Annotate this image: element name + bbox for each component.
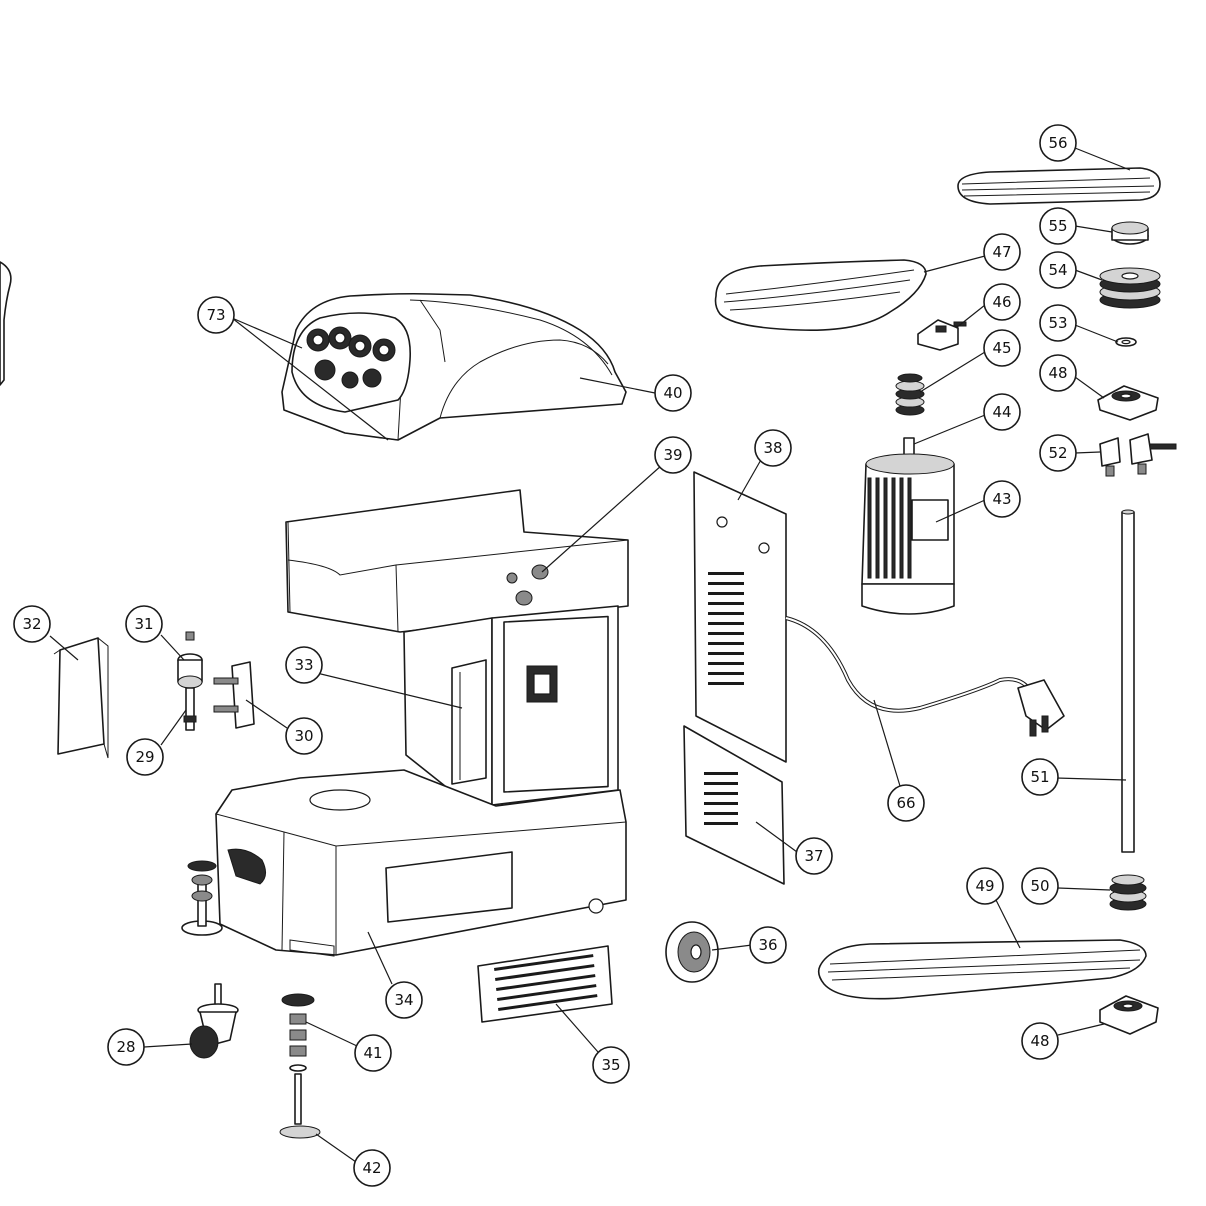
callout-54: 54 bbox=[1039, 251, 1077, 289]
callout-43-label: 43 bbox=[992, 490, 1011, 508]
callout-45: 45 bbox=[983, 329, 1021, 367]
rear-panel-vent-slots bbox=[708, 572, 744, 685]
callout-44: 44 bbox=[983, 393, 1021, 431]
part-53-washer bbox=[1115, 337, 1137, 347]
part-37-lower-panel bbox=[683, 725, 785, 885]
part-33-inner-bracket bbox=[451, 659, 487, 785]
part-54-pulley bbox=[1099, 267, 1161, 309]
callout-30: 30 bbox=[285, 717, 323, 755]
part-32-bracket bbox=[53, 637, 109, 759]
part-28-caster bbox=[189, 983, 239, 1059]
part-43-motor bbox=[861, 437, 955, 615]
part-50-pulley bbox=[1109, 874, 1147, 911]
part-30-hinge-plate bbox=[213, 661, 255, 729]
callout-38-label: 38 bbox=[763, 439, 782, 457]
callout-52: 52 bbox=[1039, 434, 1077, 472]
callout-56-label: 56 bbox=[1048, 134, 1067, 152]
part-51-shaft bbox=[1121, 509, 1135, 853]
callout-41: 41 bbox=[354, 1034, 392, 1072]
part-foot-left bbox=[181, 860, 223, 936]
callout-47-label: 47 bbox=[992, 243, 1011, 261]
callout-43: 43 bbox=[983, 480, 1021, 518]
callout-48-lower: 48 bbox=[1021, 1022, 1059, 1060]
callout-48-lower-label: 48 bbox=[1030, 1032, 1049, 1050]
callout-56: 56 bbox=[1039, 124, 1077, 162]
callout-53: 53 bbox=[1039, 304, 1077, 342]
callout-73: 73 bbox=[197, 296, 235, 334]
callout-48-upper-label: 48 bbox=[1048, 364, 1067, 382]
part-edge-fragment bbox=[0, 261, 12, 386]
callout-44-label: 44 bbox=[992, 403, 1011, 421]
callout-35-label: 35 bbox=[601, 1056, 620, 1074]
callout-66-label: 66 bbox=[896, 794, 915, 812]
part-56-belt bbox=[957, 167, 1161, 205]
callout-73-label: 73 bbox=[206, 306, 225, 324]
callout-29: 29 bbox=[126, 738, 164, 776]
callout-33-label: 33 bbox=[294, 656, 313, 674]
part-41-42-leveling-foot bbox=[279, 993, 321, 1139]
part-47-belt bbox=[714, 259, 927, 331]
callout-54-label: 54 bbox=[1048, 261, 1067, 279]
part-35-grille bbox=[477, 945, 613, 1023]
leader-lines bbox=[49, 147, 1131, 1163]
callout-46-label: 46 bbox=[992, 293, 1011, 311]
callout-50-label: 50 bbox=[1030, 877, 1049, 895]
callout-37: 37 bbox=[795, 837, 833, 875]
callout-29-label: 29 bbox=[135, 748, 154, 766]
part-48-bearing-upper bbox=[1097, 385, 1159, 421]
lower-panel-vent-slots bbox=[704, 772, 738, 825]
callout-34-label: 34 bbox=[394, 991, 413, 1009]
callout-40: 40 bbox=[654, 374, 692, 412]
callout-41-label: 41 bbox=[363, 1044, 382, 1062]
callout-32: 32 bbox=[13, 605, 51, 643]
motor-fins bbox=[867, 477, 912, 579]
part-52-brackets bbox=[1099, 433, 1177, 477]
callout-51: 51 bbox=[1021, 758, 1059, 796]
callout-36-label: 36 bbox=[758, 936, 777, 954]
part-55-nut bbox=[1111, 221, 1149, 245]
part-48-bearing-lower bbox=[1099, 995, 1159, 1035]
part-34-base-frame bbox=[215, 489, 629, 957]
callout-31: 31 bbox=[125, 605, 163, 643]
callout-31-label: 31 bbox=[134, 615, 153, 633]
part-49-belt bbox=[817, 939, 1147, 1000]
callout-51-label: 51 bbox=[1030, 768, 1049, 786]
callout-48-upper: 48 bbox=[1039, 354, 1077, 392]
callout-53-label: 53 bbox=[1048, 314, 1067, 332]
callout-49-label: 49 bbox=[975, 877, 994, 895]
callout-42: 42 bbox=[353, 1149, 391, 1187]
callout-66: 66 bbox=[887, 784, 925, 822]
part-31-29-mount bbox=[177, 631, 203, 731]
callout-36: 36 bbox=[749, 926, 787, 964]
callout-37-label: 37 bbox=[804, 847, 823, 865]
callout-33: 33 bbox=[285, 646, 323, 684]
callout-38: 38 bbox=[754, 429, 792, 467]
callout-49: 49 bbox=[966, 867, 1004, 905]
part-45-motor-pulley bbox=[895, 373, 925, 416]
part-46-small-bracket bbox=[917, 319, 967, 351]
callout-28-label: 28 bbox=[116, 1038, 135, 1056]
callout-50: 50 bbox=[1021, 867, 1059, 905]
callout-45-label: 45 bbox=[992, 339, 1011, 357]
callout-42-label: 42 bbox=[362, 1159, 381, 1177]
callout-52-label: 52 bbox=[1048, 444, 1067, 462]
callout-47: 47 bbox=[983, 233, 1021, 271]
callout-55: 55 bbox=[1039, 207, 1077, 245]
callout-40-label: 40 bbox=[663, 384, 682, 402]
callout-32-label: 32 bbox=[22, 615, 41, 633]
callout-30-label: 30 bbox=[294, 727, 313, 745]
callout-34: 34 bbox=[385, 981, 423, 1019]
callout-39-label: 39 bbox=[663, 446, 682, 464]
part-36-wheel bbox=[665, 921, 719, 983]
callout-28: 28 bbox=[107, 1028, 145, 1066]
part-73-control-panel bbox=[291, 312, 412, 413]
part-66-power-cable bbox=[785, 616, 1065, 737]
part-38-rear-panel bbox=[693, 471, 787, 763]
callout-39: 39 bbox=[654, 436, 692, 474]
callout-35: 35 bbox=[592, 1046, 630, 1084]
callout-46: 46 bbox=[983, 283, 1021, 321]
callout-55-label: 55 bbox=[1048, 217, 1067, 235]
part-39-knobs bbox=[506, 564, 549, 606]
